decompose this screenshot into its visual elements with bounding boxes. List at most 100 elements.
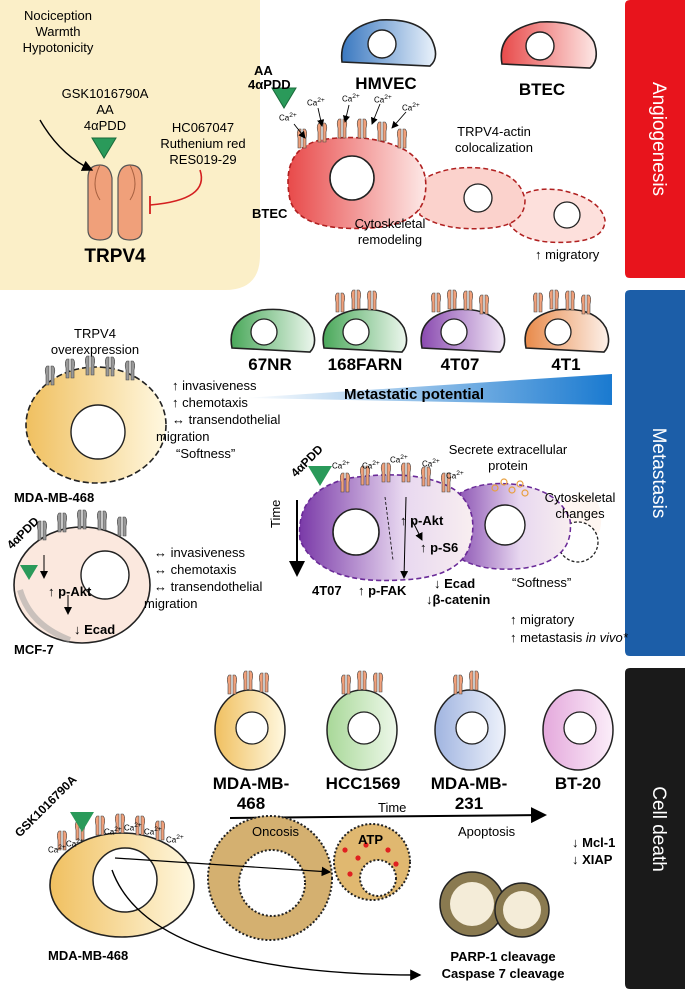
angio-migratory: ↑ migratory	[535, 247, 600, 262]
t07-ps6: ↑ p-S6	[420, 540, 459, 555]
oncosis-cell	[207, 815, 411, 941]
label-4t07: 4T07	[312, 583, 342, 598]
t07-pakt: ↑ p-Akt	[400, 513, 444, 528]
btec-migrating-cells	[287, 136, 606, 244]
secrete-text: Secrete extracellular protein	[428, 442, 588, 474]
antagonist-res: RES019-29	[169, 152, 237, 167]
apoptotic-bodies	[439, 871, 550, 938]
stimulus-warmth: Warmth	[35, 24, 81, 39]
ca-label-3: Ca2+	[342, 93, 360, 104]
label-4t07-top: 4T07	[440, 355, 480, 374]
mcf7-effect-migration: migration	[144, 596, 198, 611]
mcf7-effect-chemotaxis: ↔ chemotaxis	[154, 562, 237, 577]
label-btec-cell: BTEC	[252, 206, 288, 221]
agonist-4apdd: 4αPDD	[83, 118, 127, 133]
effect-transendothelial: ↔ transendothelial	[172, 412, 281, 427]
ca-label-2: Ca2+	[307, 97, 325, 108]
overexpression-line2: overexpression	[50, 342, 140, 357]
cytoskeletal-line1: Cytoskeletal	[544, 490, 616, 505]
label-mcf7: MCF-7	[14, 642, 54, 657]
stimuli-list: Nociception Warmth Hypotonicity	[4, 8, 112, 56]
ca-label-m4: Ca2+	[422, 458, 440, 469]
remodeling-line2: remodeling	[357, 232, 423, 247]
angio-agonist-aa: AA	[254, 63, 273, 78]
cell-168farn	[322, 289, 408, 353]
t07-ecad: ↓ Ecad	[434, 576, 476, 591]
cell-67nr	[230, 308, 316, 353]
label-hcc1569: HCC1569	[325, 774, 401, 793]
trpv4-channel-icon	[87, 164, 143, 241]
colocalization-text: TRPV4-actin colocalization	[424, 124, 564, 156]
t07-pfak: ↑ p-FAK	[358, 583, 407, 598]
mcf7-effect-transendothelial: ↔ transendothelial	[154, 579, 263, 594]
label-4t1: 4T1	[551, 355, 581, 374]
mcl1-label: ↓ Mcl-1	[572, 835, 616, 850]
remodeling-line1: Cytoskeletal	[354, 216, 426, 231]
mcf7-effect-invasiveness: ↔ invasiveness	[154, 545, 246, 560]
mda468-overexpression-cell	[25, 355, 167, 484]
antagonist-list: HC067047 Ruthenium red RES019-29	[148, 120, 258, 168]
overexpression-text: TRPV4 overexpression	[50, 326, 140, 358]
cell-hcc1569	[326, 670, 398, 771]
ca-label-d2: Ca2+	[66, 838, 84, 849]
trpv4-label: TRPV4	[84, 246, 146, 267]
hmvec-cell	[340, 19, 437, 67]
metastatic-potential-wedge	[245, 374, 612, 405]
cell-4t1	[524, 289, 610, 353]
angio-agonist-list: AA 4αPDD	[248, 64, 291, 92]
parp-cleavage: PARP-1 cleavage	[450, 949, 556, 964]
stimulus-nociception: Nociception	[24, 8, 92, 23]
angio-agonist-triangle-icon	[271, 87, 297, 109]
atp-dots	[342, 842, 399, 877]
t07-agonist-triangle-icon	[308, 466, 332, 486]
overexpression-line1: TRPV4	[74, 326, 116, 341]
effect-softness: “Softness”	[176, 446, 236, 461]
mcf7-cell	[13, 509, 151, 644]
mda468-death-cell	[49, 813, 195, 938]
metastatic-potential-label: Metastatic potential	[344, 386, 485, 403]
cleavage-text: PARP-1 cleavage Caspase 7 cleavage	[418, 948, 588, 982]
ca-label-d3: Ca2+	[104, 826, 122, 837]
mcf7-agonist-triangle-icon	[20, 565, 38, 580]
ca-label-m5: Ca2+	[446, 470, 464, 481]
agonist-aa: AA	[96, 102, 114, 117]
ca-label-d4: Ca2+	[124, 822, 142, 833]
effect-chemotaxis-up: ↑ chemotaxis	[172, 395, 248, 410]
btec-top-cell	[500, 21, 598, 69]
remodeling-text: Cytoskeletal remodeling	[340, 216, 440, 248]
antagonist-inhibit-line	[149, 169, 203, 206]
agonist-list: GSK1016790A AA 4αPDD	[50, 86, 160, 134]
antagonist-hc: HC067047	[171, 120, 235, 135]
label-bt20: BT-20	[554, 774, 602, 793]
label-btec-top: BTEC	[518, 80, 566, 99]
section-cell-death: Cell death	[647, 785, 669, 872]
agonist-triangle-icon	[91, 137, 117, 159]
label-hmvec: HMVEC	[355, 74, 417, 93]
colocalization-line2: colocalization	[454, 140, 534, 155]
section-angiogenesis: Angiogenesis	[647, 81, 669, 197]
met-time-label: Time	[268, 499, 283, 528]
oncosis-label: Oncosis	[252, 824, 299, 839]
apoptosis-label: Apoptosis	[458, 824, 516, 839]
cytoskeletal-line2: changes	[555, 506, 605, 521]
ca-label-d5: Ca2+	[144, 826, 162, 837]
t07-metastasis: ↑ metastasis in vivo*	[510, 630, 628, 645]
cell-death-bar	[625, 668, 685, 989]
t07-migrating-cells	[298, 474, 602, 582]
ca-label-5: Ca2+	[402, 102, 420, 113]
cytoskeletal-text: Cytoskeletal changes	[534, 490, 626, 522]
ca-label-m1: Ca2+	[332, 460, 350, 471]
metastasis-bar	[625, 290, 685, 656]
death-agonist-triangle-icon	[70, 812, 94, 832]
ca-label-1: Ca2+	[279, 112, 297, 123]
caspase-cleavage: Caspase 7 cleavage	[441, 966, 565, 981]
antagonist-ruthenium: Ruthenium red	[160, 136, 246, 151]
atp-label: ATP	[358, 832, 384, 847]
secrete-line1: Secrete extracellular	[448, 442, 568, 457]
trpv4-panel-bg	[0, 0, 260, 290]
xiap-label: ↓ XIAP	[572, 852, 613, 867]
secrete-line2: protein	[488, 458, 528, 473]
cell-mda231	[434, 670, 506, 771]
t07-bcatenin: ↓β-catenin	[426, 592, 491, 607]
cell-mda468-death	[214, 670, 286, 771]
